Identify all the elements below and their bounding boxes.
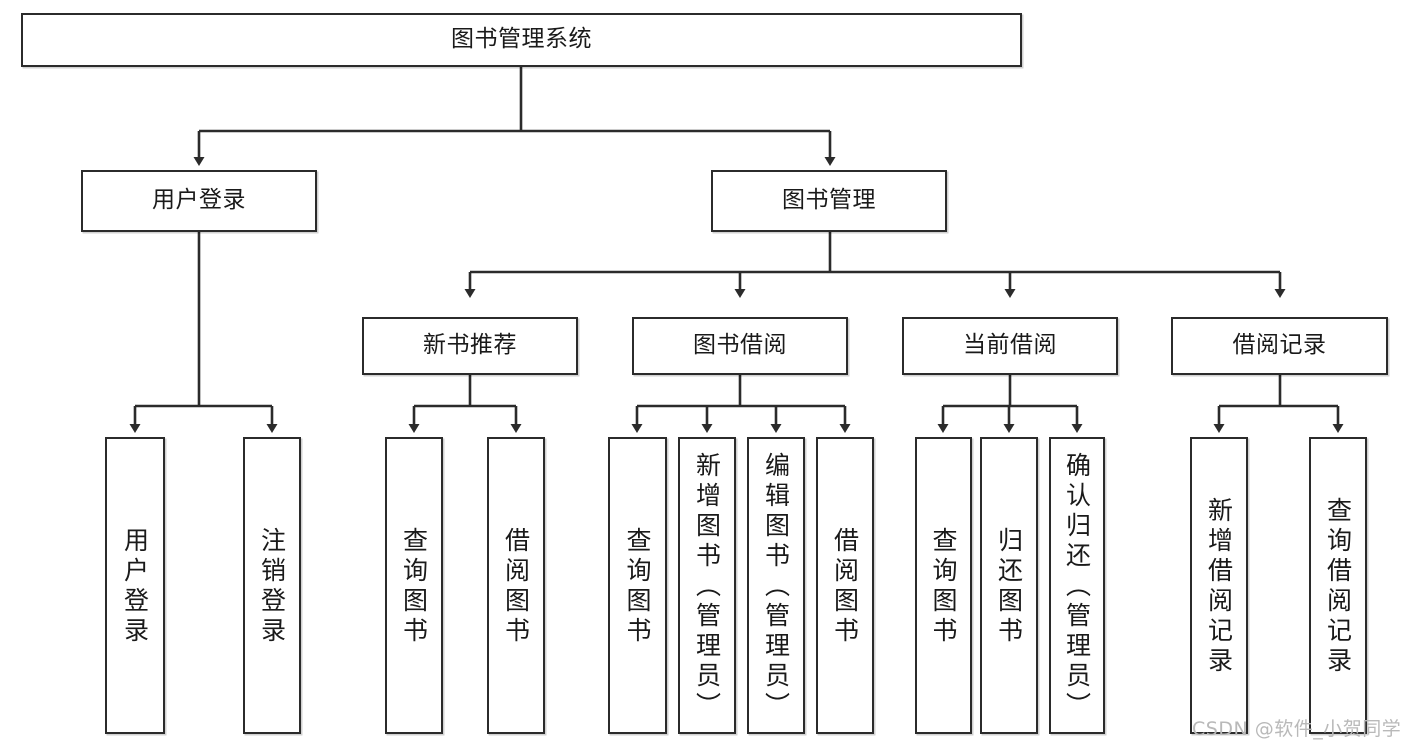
node-leaf-query-books-current[interactable]: 查询图书 [915,437,972,734]
node-borrow-record-label: 借阅记录 [1232,332,1327,359]
node-leaf-query-books-recommend[interactable]: 查询图书 [385,437,443,734]
node-leaf-add-borrow-record-label: 新增借阅记录 [1204,496,1234,677]
node-book-borrow-label: 图书借阅 [693,332,787,359]
node-book-management-label: 图书管理 [782,187,876,214]
node-leaf-query-books-recommend-label: 查询图书 [399,526,429,647]
node-leaf-logout-login-label: 注销登录 [257,526,287,647]
node-root-system-label: 图书管理系统 [451,26,592,53]
node-leaf-confirm-return-admin-label: 确认归还（管理员） [1062,451,1092,722]
node-leaf-borrow-books-recommend[interactable]: 借阅图书 [487,437,545,734]
node-leaf-query-books-borrow[interactable]: 查询图书 [608,437,667,734]
node-new-book-recommend-label: 新书推荐 [423,332,517,359]
node-leaf-borrow-books-recommend-label: 借阅图书 [501,526,531,647]
node-leaf-query-borrow-record[interactable]: 查询借阅记录 [1309,437,1367,734]
node-leaf-borrow-books-label: 借阅图书 [830,526,860,647]
node-root-system[interactable]: 图书管理系统 [21,13,1022,67]
node-user-login-label: 用户登录 [152,187,246,214]
node-leaf-logout-login[interactable]: 注销登录 [243,437,301,734]
node-leaf-user-login-label: 用户登录 [120,526,150,647]
node-leaf-add-book-admin[interactable]: 新增图书（管理员） [678,437,736,734]
node-leaf-add-book-admin-label: 新增图书（管理员） [692,451,722,722]
node-leaf-add-borrow-record[interactable]: 新增借阅记录 [1190,437,1248,734]
node-leaf-query-borrow-record-label: 查询借阅记录 [1323,496,1353,677]
node-leaf-edit-book-admin[interactable]: 编辑图书（管理员） [747,437,805,734]
node-leaf-return-books-label: 归还图书 [994,526,1024,647]
node-leaf-edit-book-admin-label: 编辑图书（管理员） [761,451,791,722]
node-leaf-confirm-return-admin[interactable]: 确认归还（管理员） [1049,437,1105,734]
node-book-borrow[interactable]: 图书借阅 [632,317,848,375]
node-borrow-record[interactable]: 借阅记录 [1171,317,1388,375]
csdn-watermark: CSDN @软件_小贺同学 [1192,718,1402,740]
node-leaf-return-books[interactable]: 归还图书 [980,437,1038,734]
node-leaf-query-books-current-label: 查询图书 [929,526,958,647]
node-leaf-borrow-books[interactable]: 借阅图书 [816,437,874,734]
node-new-book-recommend[interactable]: 新书推荐 [362,317,578,375]
node-leaf-user-login[interactable]: 用户登录 [105,437,165,734]
node-leaf-query-books-borrow-label: 查询图书 [623,526,652,647]
node-book-management[interactable]: 图书管理 [711,170,947,232]
node-user-login[interactable]: 用户登录 [81,170,317,232]
node-current-borrow[interactable]: 当前借阅 [902,317,1118,375]
node-current-borrow-label: 当前借阅 [963,332,1057,359]
